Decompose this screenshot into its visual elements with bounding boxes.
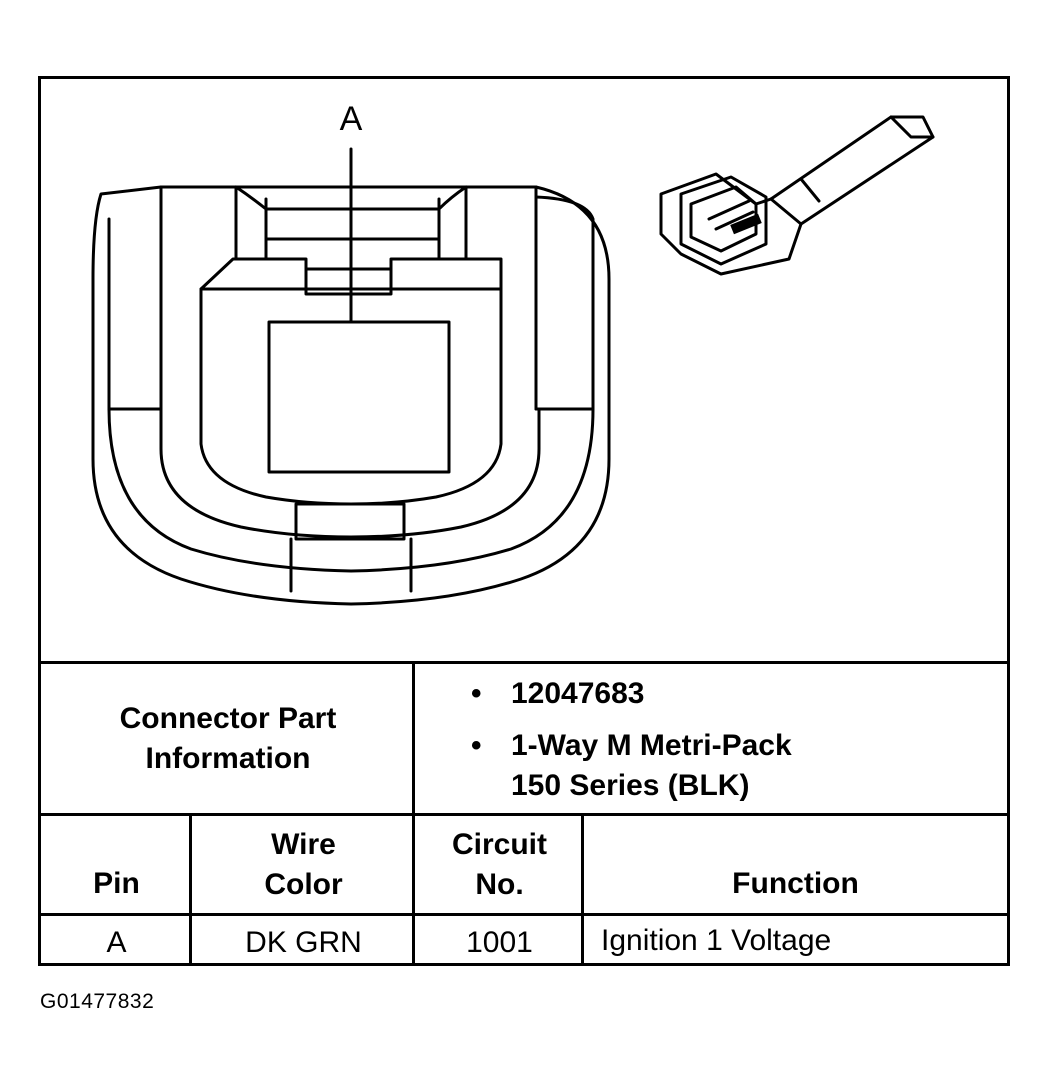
connector-bottom-key (294, 502, 406, 541)
connector-outer-shell (91, 185, 611, 606)
divider-circuit (581, 813, 584, 963)
header-pin: Pin (93, 867, 140, 900)
bullet-glyph: • (471, 729, 482, 762)
callout-label-a: A (339, 100, 363, 138)
row-function: Ignition 1 Voltage (601, 924, 832, 957)
header-circuit-line1: Circuit (451, 828, 547, 861)
header-wire-color-line1: Wire (271, 828, 336, 861)
connector-part-bullets: • 12047683 • 1-Way M Metri-Pack 150 Seri… (471, 674, 1001, 806)
divider-info-top (41, 661, 1007, 664)
header-circuit-line2: No. (475, 868, 524, 901)
connector-channel (159, 407, 541, 539)
row-wire-color: DK GRN (245, 926, 362, 959)
connector-info-frame: A Connector Part Information • 12047683 … (38, 76, 1010, 966)
bullet-item-part-number: • 12047683 (471, 674, 1001, 714)
divider-pin (189, 813, 192, 963)
connector-terminal-housing (199, 257, 503, 411)
connector-part-label: Connector Part Information (41, 699, 415, 779)
connector-plug-illustration (659, 115, 935, 276)
connector-diagram: A (41, 79, 1007, 664)
connector-type-line1: 1-Way M Metri-Pack (511, 729, 792, 762)
row-pin: A (106, 926, 127, 959)
header-function: Function (732, 867, 859, 900)
divider-info-center (412, 661, 415, 963)
bullet-glyph: • (471, 677, 482, 710)
divider-header-bottom (41, 913, 1007, 916)
figure-id: G01477832 (40, 990, 155, 1013)
bullet-item-connector-type: • 1-Way M Metri-Pack 150 Series (BLK) (471, 726, 1001, 806)
part-number: 12047683 (511, 677, 645, 710)
row-circuit-no: 1001 (466, 926, 533, 959)
header-wire-color-line2: Color (264, 868, 343, 901)
terminal-cavity-a (267, 320, 451, 474)
divider-info-bottom (41, 813, 1007, 816)
connector-type-line2: 150 Series (BLK) (511, 769, 750, 802)
connector-latch (234, 185, 468, 261)
connector-part-label-line2: Information (145, 742, 311, 775)
header-circuit-no: Circuit No. (415, 825, 584, 905)
header-wire-color: Wire Color (192, 825, 415, 905)
connector-face-drawing (91, 115, 935, 606)
connector-part-label-line1: Connector Part (119, 702, 337, 735)
